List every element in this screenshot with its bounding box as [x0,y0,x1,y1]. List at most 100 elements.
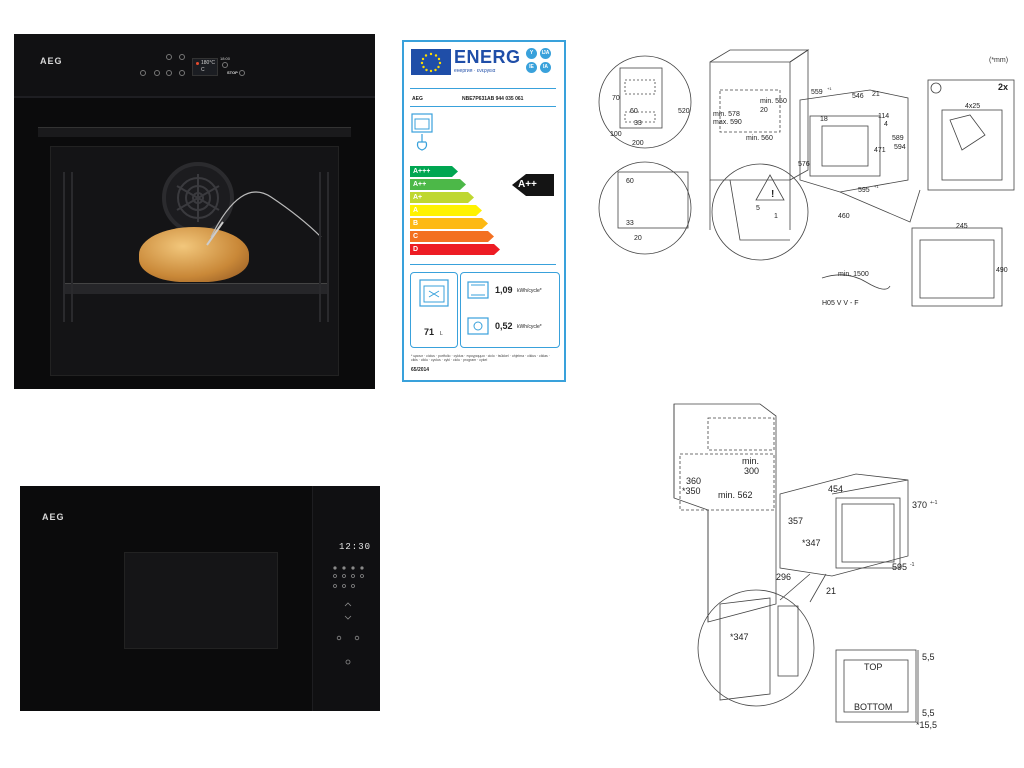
oven-electric-icon [411,113,433,151]
fan-icon [162,162,234,234]
lang-code-badge: IE [526,62,537,73]
oven-volume-icon [419,279,449,307]
dim-576: 576 [798,161,810,168]
dim-460: 460 [838,213,850,220]
cabinet-front [911,227,1003,307]
oven-display: 180°C C [192,58,218,76]
dim-33b: 33 [626,220,634,227]
class-bar: B [410,218,488,229]
divider [410,264,556,265]
dim-min-550: min. 550 [760,98,787,105]
touch-button-icon [140,70,146,76]
energy-label: ENERG енергия · ενεργεια Y IJA IE IA AEG… [402,40,566,382]
fan-kwh: 0,52 [495,321,513,331]
conventional-kwh: 1,09 [495,285,513,295]
section-view [835,649,917,723]
dim-18: 18 [820,116,828,123]
oven-window [50,146,339,376]
touch-button-icon [222,62,228,68]
dim-4: 4 [884,121,888,128]
dim-595: 595 [892,562,907,572]
dim-21: 21 [872,91,880,98]
oven-product-image: AEG 180°C C 18:00 STOP [14,34,375,389]
dim-5: 5 [756,205,760,212]
eu-flag-icon [411,49,451,75]
dim-245: 245 [956,223,968,230]
dim-370-tol: +-1 [930,500,938,506]
warning-icon [755,174,785,201]
microwave-installation-drawing: 360 *350 min. 300 min. 562 454 370 +-1 3… [673,403,938,730]
microwave-product-image: AEG 12:30 [20,486,380,711]
dim-5-5-bottom: 5,5 [922,708,935,718]
dim-21: 21 [826,586,836,596]
class-bar: D [410,244,500,255]
screw-detail-box [927,79,1015,191]
dim-454: 454 [828,484,843,494]
eu-stars-icon [420,52,442,73]
microwave-window [124,552,278,649]
dim-347: *347 [802,538,821,548]
dim-60: 60 [630,108,638,115]
touch-button-icon [239,70,245,76]
dim-min-578: min. 578 [713,111,740,118]
baking-tray [65,283,327,294]
dim-33: 33 [634,120,642,127]
wifi-icon [179,54,185,60]
shelf-rail-right [319,172,329,322]
label-bottom: BOTTOM [854,702,892,712]
class-bar: A++ [410,179,466,190]
dim-595-tol: +1 [874,184,879,189]
dim-350: *350 [682,486,701,496]
dim-347b: *347 [730,632,749,642]
detail-circle [598,161,692,255]
dim-min-300-label: min. [742,456,759,466]
heat-indicator-icon [196,62,199,65]
stop-label: STOP [227,70,238,75]
dim-1: 1 [774,213,778,220]
class-bar: A+++ [410,166,458,177]
detail-circle [598,55,692,149]
meat-probe-cable [206,191,322,246]
microwave-touch-icons [333,566,364,665]
dim-360: 360 [686,476,701,486]
dim-370: 370 [912,500,927,510]
power-cable [821,274,891,290]
display-mode: C [201,67,205,73]
fan-blades-icon [176,174,220,222]
kwh-unit: kWh/cycle* [517,324,542,330]
quantity-label: 2x [998,82,1008,92]
touch-button-icon [179,70,185,76]
dim-200: 200 [632,140,644,147]
dim-296: 296 [776,572,791,582]
cable-type: H05 V V - F [822,300,859,307]
dim-559-tol: +1 [827,86,832,91]
class-bar: A+ [410,192,474,203]
dim-max-590: max. 590 [713,119,742,126]
dim-5-5-top: 5,5 [922,652,935,662]
label-model: NBE7P631AB 944 035 061 [462,96,524,102]
lang-code-badge: IJA [540,48,551,59]
bread-loaf [139,227,249,282]
dim-559: 559 [811,89,823,96]
consumption-box: 1,09 kWh/cycle* 0,52 kWh/cycle* [460,272,560,348]
dim-114: 114 [878,113,889,120]
display-temperature: 180°C [201,60,215,66]
dim-min-300-value: 300 [744,466,759,476]
dim-20: 20 [760,107,768,114]
volume-unit: L [440,331,443,337]
dim-60b: 60 [626,178,634,185]
lang-code-badge: IA [540,62,551,73]
shelf-rail-left [63,172,73,322]
dim-100: 100 [610,131,622,138]
dim-520: 520 [678,108,690,115]
oven-door-handle [38,127,351,137]
oven-control-panel: AEG 180°C C 18:00 STOP [14,34,375,98]
label-brand: AEG [412,96,423,102]
dim-595-tol: -1 [910,562,915,568]
conventional-heat-icon [467,281,489,299]
microwave-control-panel: 12:30 [312,486,380,711]
oven-installation-drawing: ! 70 60 33 100 200 520 min. 550 min. 578… [598,49,1015,307]
touch-button-icon [166,54,172,60]
detail-circle [697,589,815,707]
class-bar: A [410,205,482,216]
